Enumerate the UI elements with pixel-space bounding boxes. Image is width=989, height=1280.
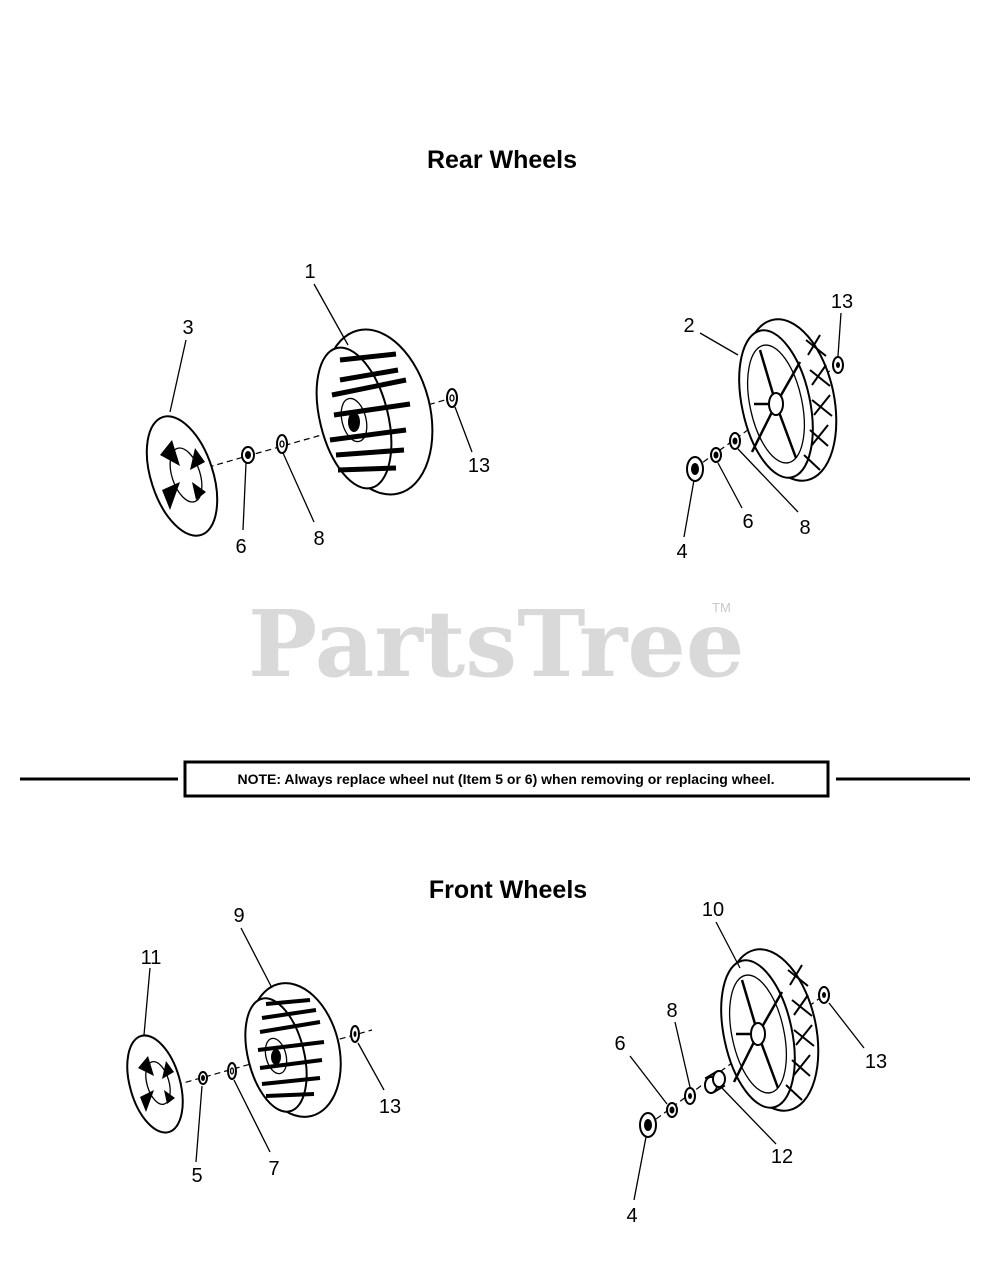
rear-right-callout: 6 <box>742 511 753 533</box>
rear-left-callout: 13 <box>468 455 490 477</box>
note-bar: NOTE: Always replace wheel nut (Item 5 o… <box>20 760 970 798</box>
front-left-end-washer-icon <box>350 1025 360 1043</box>
rear-left-callout: 8 <box>313 528 324 550</box>
front-right-assembly: 10 8 6 13 12 4 <box>614 899 887 1227</box>
rear-left-assembly: 1 3 6 8 13 <box>145 261 490 558</box>
front-left-callout: 13 <box>379 1096 401 1118</box>
rear-right-callout: 13 <box>831 291 853 313</box>
front-right-callout: 8 <box>666 1000 677 1022</box>
front-right-callout: 4 <box>626 1205 637 1227</box>
rear-right-callout: 4 <box>676 541 687 563</box>
front-right-callout: 10 <box>702 899 724 921</box>
rear-right-end-washer-icon <box>832 356 844 374</box>
front-right-bushing-icon <box>704 1070 726 1094</box>
watermark-trademark: TM <box>712 600 731 615</box>
front-left-hubcap-icon <box>126 1034 184 1134</box>
rear-right-hub-nut-icon <box>686 456 704 482</box>
front-right-washer-icon <box>684 1087 696 1105</box>
rear-left-washer-icon <box>276 434 288 454</box>
front-right-callout: 13 <box>865 1051 887 1073</box>
front-left-callout: 11 <box>141 947 162 969</box>
note-box <box>183 760 830 798</box>
front-right-hub-nut-icon <box>639 1112 657 1138</box>
rear-right-wheel-icon <box>738 318 838 482</box>
rear-right-washer-icon <box>729 432 741 450</box>
front-right-nut-icon <box>666 1102 678 1118</box>
rear-right-callout: 2 <box>683 315 694 337</box>
front-right-callout: 12 <box>771 1146 793 1168</box>
front-right-callout: 6 <box>614 1033 625 1055</box>
front-left-assembly: 9 11 5 7 13 <box>126 905 401 1187</box>
rear-right-nut-icon <box>710 447 722 463</box>
rear-right-assembly: 2 13 4 6 8 <box>676 291 853 563</box>
rear-wheels-title: Rear Wheels <box>427 146 577 174</box>
front-left-nut-icon <box>198 1071 208 1085</box>
rear-left-hubcap-icon <box>145 415 219 537</box>
rear-left-callout: 3 <box>182 317 193 339</box>
front-right-end-washer-icon <box>818 986 830 1004</box>
rear-left-wheel-icon <box>315 328 434 496</box>
front-wheels-title: Front Wheels <box>429 876 587 904</box>
rear-left-end-washer-icon <box>446 388 458 408</box>
front-left-callout: 5 <box>191 1165 202 1187</box>
front-left-callout: 7 <box>268 1158 279 1180</box>
front-right-wheel-icon <box>720 948 820 1112</box>
watermark-text: PartsTree <box>248 590 744 698</box>
note-text: NOTE: Always replace wheel nut (Item 5 o… <box>237 771 774 787</box>
front-left-callout: 9 <box>233 905 244 927</box>
rear-left-nut-icon <box>241 446 255 464</box>
rear-left-callout: 1 <box>304 261 315 283</box>
rear-left-callout: 6 <box>235 536 246 558</box>
front-left-washer-icon <box>227 1062 237 1080</box>
rear-right-callout: 8 <box>799 517 810 539</box>
front-left-wheel-icon <box>244 982 342 1118</box>
